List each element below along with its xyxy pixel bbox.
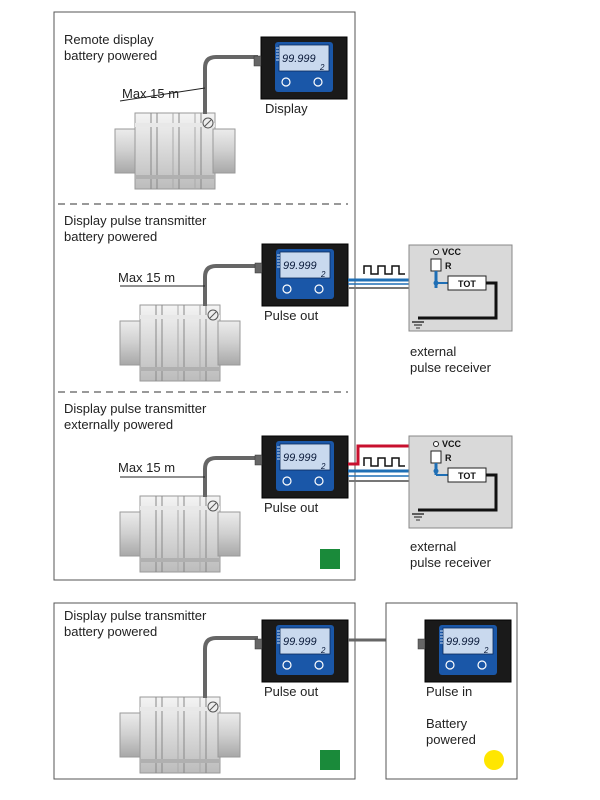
ground-return-wire bbox=[418, 281, 498, 320]
lcd-value: 99.999 bbox=[283, 636, 317, 648]
cable-label-leader bbox=[119, 87, 206, 102]
green-marker bbox=[320, 549, 340, 569]
ground-wire bbox=[348, 287, 419, 318]
sensor-cable bbox=[203, 636, 258, 698]
resistor-label: R bbox=[445, 261, 452, 271]
remote-display-device bbox=[417, 619, 512, 683]
receiver-caption: external bbox=[410, 539, 456, 554]
lcd-subvalue: 2 bbox=[319, 63, 325, 72]
cable-length-label: Max 15 m bbox=[118, 460, 175, 475]
lcd-subvalue: 2 bbox=[320, 462, 326, 471]
lcd-subvalue: 2 bbox=[320, 646, 326, 655]
device-caption: Pulse out bbox=[264, 684, 319, 699]
vcc-terminal bbox=[433, 249, 439, 255]
section-remote-pulse-in: 99.999 2 Pulse in Battery powered bbox=[385, 602, 518, 780]
lcd-value: 99.999 bbox=[283, 260, 317, 272]
receiver-caption-line2: pulse receiver bbox=[410, 555, 492, 570]
device-caption: Pulse out bbox=[264, 500, 319, 515]
display-device bbox=[254, 619, 349, 683]
vcc-terminal bbox=[433, 441, 439, 447]
resistor bbox=[430, 450, 442, 464]
totalizer-label: TOT bbox=[458, 279, 476, 289]
section-title: Remote display bbox=[64, 32, 154, 47]
cable-length-label: Max 15 m bbox=[118, 270, 175, 285]
display-device bbox=[253, 36, 348, 100]
ground-return-wire bbox=[418, 473, 498, 512]
resistor-label: R bbox=[445, 453, 452, 463]
sensor-cable bbox=[203, 264, 258, 306]
ground-wire bbox=[348, 480, 419, 510]
lcd-value: 99.999 bbox=[283, 452, 317, 464]
device-caption: Pulse in bbox=[426, 684, 472, 699]
power-note-line2: powered bbox=[426, 732, 476, 747]
resistor bbox=[430, 258, 442, 272]
section-pulse-external: Display pulse transmitter externally pow… bbox=[64, 401, 513, 573]
pulse-waveform bbox=[363, 265, 405, 275]
section-pulse-to-remote: Display pulse transmitter battery powere… bbox=[53, 602, 356, 780]
device-caption: Display bbox=[265, 101, 308, 116]
section-remote-display: Remote display battery powered Max 15 m … bbox=[64, 32, 348, 190]
device-caption: Pulse out bbox=[264, 308, 319, 323]
receiver-caption-line2: pulse receiver bbox=[410, 360, 492, 375]
vcc-label: VCC bbox=[442, 247, 462, 257]
green-marker bbox=[320, 750, 340, 770]
section-subtitle: battery powered bbox=[64, 624, 157, 639]
totalizer-label: TOT bbox=[458, 471, 476, 481]
sensor-cable bbox=[203, 55, 258, 114]
lcd-value: 99.999 bbox=[282, 53, 316, 65]
yellow-marker bbox=[484, 750, 504, 770]
section-subtitle: battery powered bbox=[64, 229, 157, 244]
section-title: Display pulse transmitter bbox=[64, 213, 207, 228]
receiver-caption: external bbox=[410, 344, 456, 359]
section-pulse-battery: Display pulse transmitter battery powere… bbox=[64, 213, 513, 382]
lcd-subvalue: 2 bbox=[483, 646, 489, 655]
section-title: Display pulse transmitter bbox=[64, 608, 207, 623]
pulse-waveform bbox=[363, 457, 405, 467]
vcc-label: VCC bbox=[442, 439, 462, 449]
power-note: Battery bbox=[426, 716, 468, 731]
section-title: Display pulse transmitter bbox=[64, 401, 207, 416]
lcd-value: 99.999 bbox=[446, 636, 480, 648]
section-subtitle: externally powered bbox=[64, 417, 173, 432]
cable-length-label: Max 15 m bbox=[122, 86, 179, 101]
display-device bbox=[254, 243, 349, 307]
display-device bbox=[254, 435, 349, 499]
lcd-subvalue: 2 bbox=[320, 270, 326, 279]
signal-node bbox=[433, 468, 439, 474]
sensor-cable bbox=[203, 456, 258, 497]
section-subtitle: battery powered bbox=[64, 48, 157, 63]
